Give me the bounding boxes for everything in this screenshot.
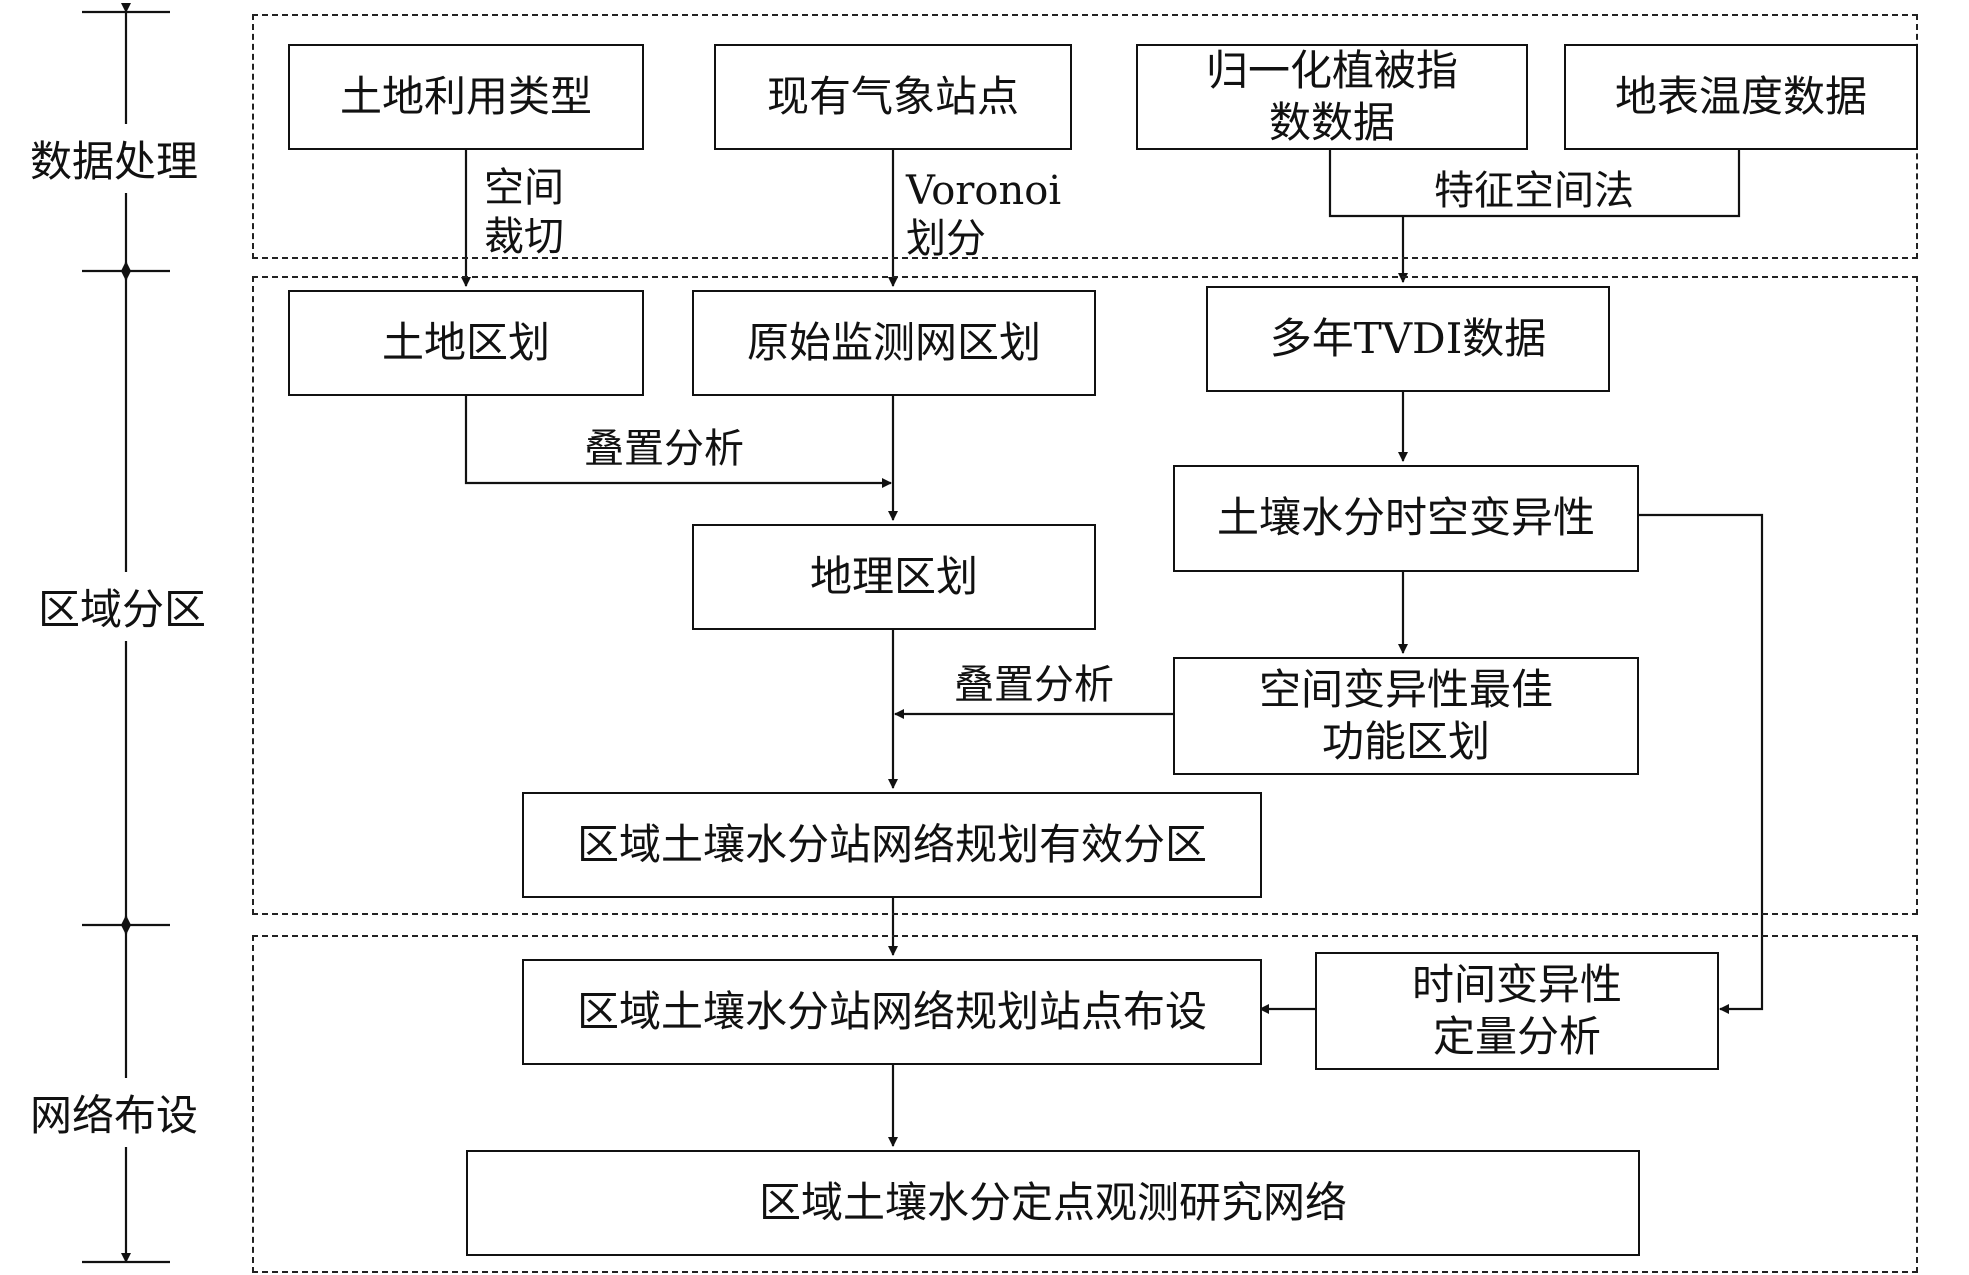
merge-ndvi-lst: [1328, 148, 1741, 218]
label-voronoi-division: 划分: [906, 216, 986, 262]
box-site-layout: 区域土壤水分站网络规划站点布设: [522, 959, 1262, 1065]
box-existing-weather-stations: 现有气象站点: [714, 44, 1072, 150]
box-geographic-zoning: 地理区划: [692, 524, 1096, 630]
box-spatial-variability-zoning: 空间变异性最佳功能区划: [1173, 657, 1639, 775]
label-overlay-analysis-2: 叠置分析: [954, 662, 1114, 708]
label-voronoi: Voronoi: [906, 168, 1062, 214]
stage-label-regional-zoning: 区域分区: [38, 572, 207, 641]
box-surface-temperature-data: 地表温度数据: [1564, 44, 1918, 150]
label-overlay-analysis-1: 叠置分析: [584, 426, 744, 472]
box-multi-year-tvdi: 多年TVDI数据: [1206, 286, 1610, 392]
stage-label-network-layout: 网络布设: [30, 1078, 199, 1147]
arrow-landzoning-overlay: [464, 394, 892, 488]
box-effective-partition: 区域土壤水分站网络规划有效分区: [522, 792, 1262, 898]
label-spatial-clipping: 空间裁切: [484, 165, 564, 260]
box-land-zoning: 土地区划: [288, 290, 644, 396]
stage-label-data-processing: 数据处理: [30, 124, 199, 193]
group-regional-zoning: [252, 276, 1918, 915]
box-soil-moisture-spatiotemporal: 土壤水分时空变异性: [1173, 465, 1639, 572]
arrow-variability-to-temporal: [1638, 513, 1764, 1014]
box-temporal-variability-analysis: 时间变异性定量分析: [1315, 952, 1719, 1070]
label-feature-space-method: 特征空间法: [1434, 168, 1634, 214]
box-land-use-type: 土地利用类型: [288, 44, 644, 150]
box-observation-network: 区域土壤水分定点观测研究网络: [466, 1150, 1640, 1256]
box-ndvi-data: 归一化植被指数数据: [1136, 44, 1528, 150]
box-original-monitoring-zoning: 原始监测网区划: [692, 290, 1096, 396]
group-network-layout: [252, 935, 1918, 1273]
